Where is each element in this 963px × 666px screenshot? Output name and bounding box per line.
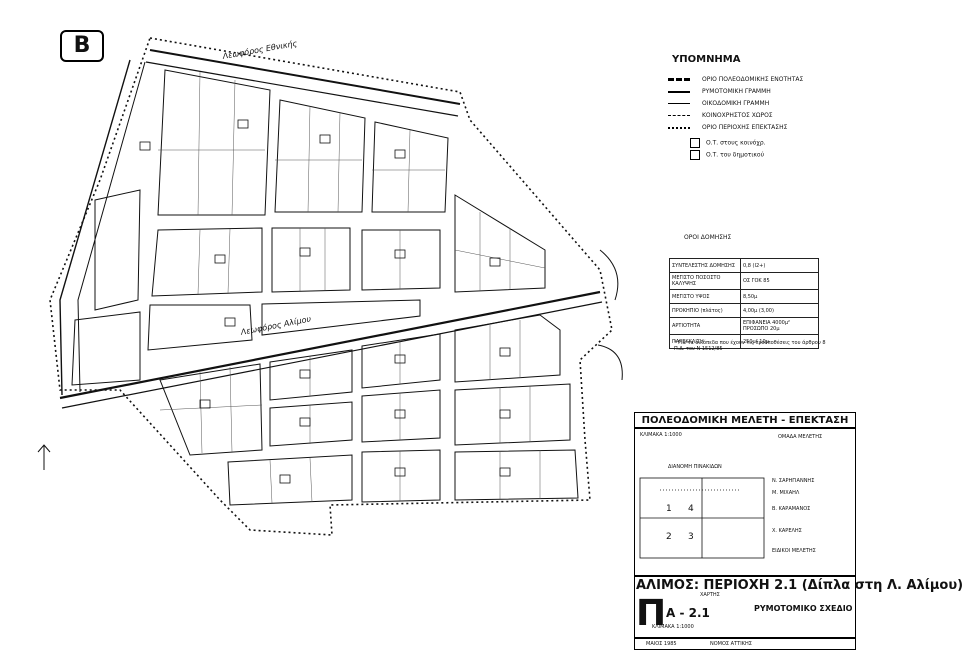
legend-title: ΥΠΟΜΝΗΜΑ xyxy=(672,54,741,65)
legend-row: Ο.Τ. του δημοτικού xyxy=(690,150,764,160)
sheet-number: 4 xyxy=(688,504,694,514)
title-block-lower xyxy=(634,576,856,638)
date: ΜΑΙΟΣ 1985 xyxy=(646,641,677,647)
team-member: Χ. ΚΑΡΕΛΗΣ xyxy=(772,528,802,534)
legend-row: ΡΥΜΟΤΟΜΙΚΗ ΓΡΑΜΜΗ xyxy=(668,88,771,95)
sheet-index-grid xyxy=(639,477,765,559)
road-north xyxy=(149,49,461,105)
map-label: ΧΑΡΤΗΣ xyxy=(700,592,720,598)
legend-row: ΟΡΙΟ ΠΟΛΕΟΔΟΜΙΚΗΣ ΕΝΟΤΗΤΑΣ xyxy=(668,76,803,83)
prefecture: ΝΟΜΟΣ ΑΤΤΙΚΗΣ xyxy=(710,641,752,647)
north-arrow-icon xyxy=(37,444,51,470)
sheet-number: 1 xyxy=(666,504,672,514)
extension-boundary xyxy=(49,37,613,536)
sheet-number: 3 xyxy=(688,532,694,542)
map-sheet: Λεωφόρος Εθνικής Λεωφόρος Αλίμου B ΥΠΟΜΝ… xyxy=(37,30,963,650)
title-block-title: ΠΟΛΕΟΔΟΜΙΚΗ ΜΕΛΕΤΗ - ΕΠΕΚΤΑΣΗ xyxy=(634,412,856,428)
legend-row: ΟΡΙΟ ΠΕΡΙΟΧΗΣ ΕΠΕΚΤΑΣΗΣ xyxy=(668,124,787,131)
road-west xyxy=(59,59,131,396)
scale-box: ΚΛΙΜΑΚΑ 1:1000 xyxy=(652,624,694,630)
legend-row: ΚΟΙΝΟΧΡΗΣΤΟΣ ΧΩΡΟΣ xyxy=(668,112,773,119)
team-member: Μ. ΜΙΧΑΗΛ xyxy=(772,490,800,496)
sheet-number: 2 xyxy=(666,532,672,542)
legend-row: ΟΙΚΟΔΟΜΙΚΗ ΓΡΑΜΜΗ xyxy=(668,100,769,107)
team-member: Ν. ΣΑΡΗΓΙΑΝΝΗΣ xyxy=(772,478,815,484)
title-block-footer xyxy=(634,638,856,650)
terms-title: ΟΡΟΙ ΔΟΜΗΣΗΣ xyxy=(684,234,732,241)
legend-row: Ο.Τ. στους κοινόχρ. xyxy=(690,138,766,148)
team-member: Β. ΚΑΡΑΜΑΝΟΣ xyxy=(772,506,811,512)
table-row: ΠΡΟΚΗΠΙΟ (πλάτος)4,00μ (3,00) xyxy=(669,303,820,318)
team-label: ΟΜΑΔΑ ΜΕΛΕΤΗΣ xyxy=(778,434,823,440)
municipality-title: ΑΛΙΜΟΣ: ΠΕΡΙΟΧΗ 2.1 (Δίπλα στη Λ. Αλίμου… xyxy=(636,578,963,593)
index-label: ΔΙΑΝΟΜΗ ΠΙΝΑΚΙΔΩΝ xyxy=(668,464,722,470)
road-alimou xyxy=(59,290,601,400)
sheet-letter: B xyxy=(60,30,104,62)
team-member: ΕΙΔΙΚΟΙ ΜΕΛΕΤΗΣ xyxy=(772,548,816,554)
drawing-name: ΡΥΜΟΤΟΜΙΚΟ ΣΧΕΔΙΟ xyxy=(754,604,853,613)
drawing-code: Π xyxy=(636,593,667,634)
scale-line: ΚΛΙΜΑΚΑ 1:1000 xyxy=(640,432,682,438)
terms-note: * Για τα οικόπεδα που έχουν τις προϋποθέ… xyxy=(674,340,826,352)
cadastral-map xyxy=(37,37,765,559)
title-block-body xyxy=(634,428,856,576)
drawing-code-suffix: Α - 2.1 xyxy=(666,606,710,620)
